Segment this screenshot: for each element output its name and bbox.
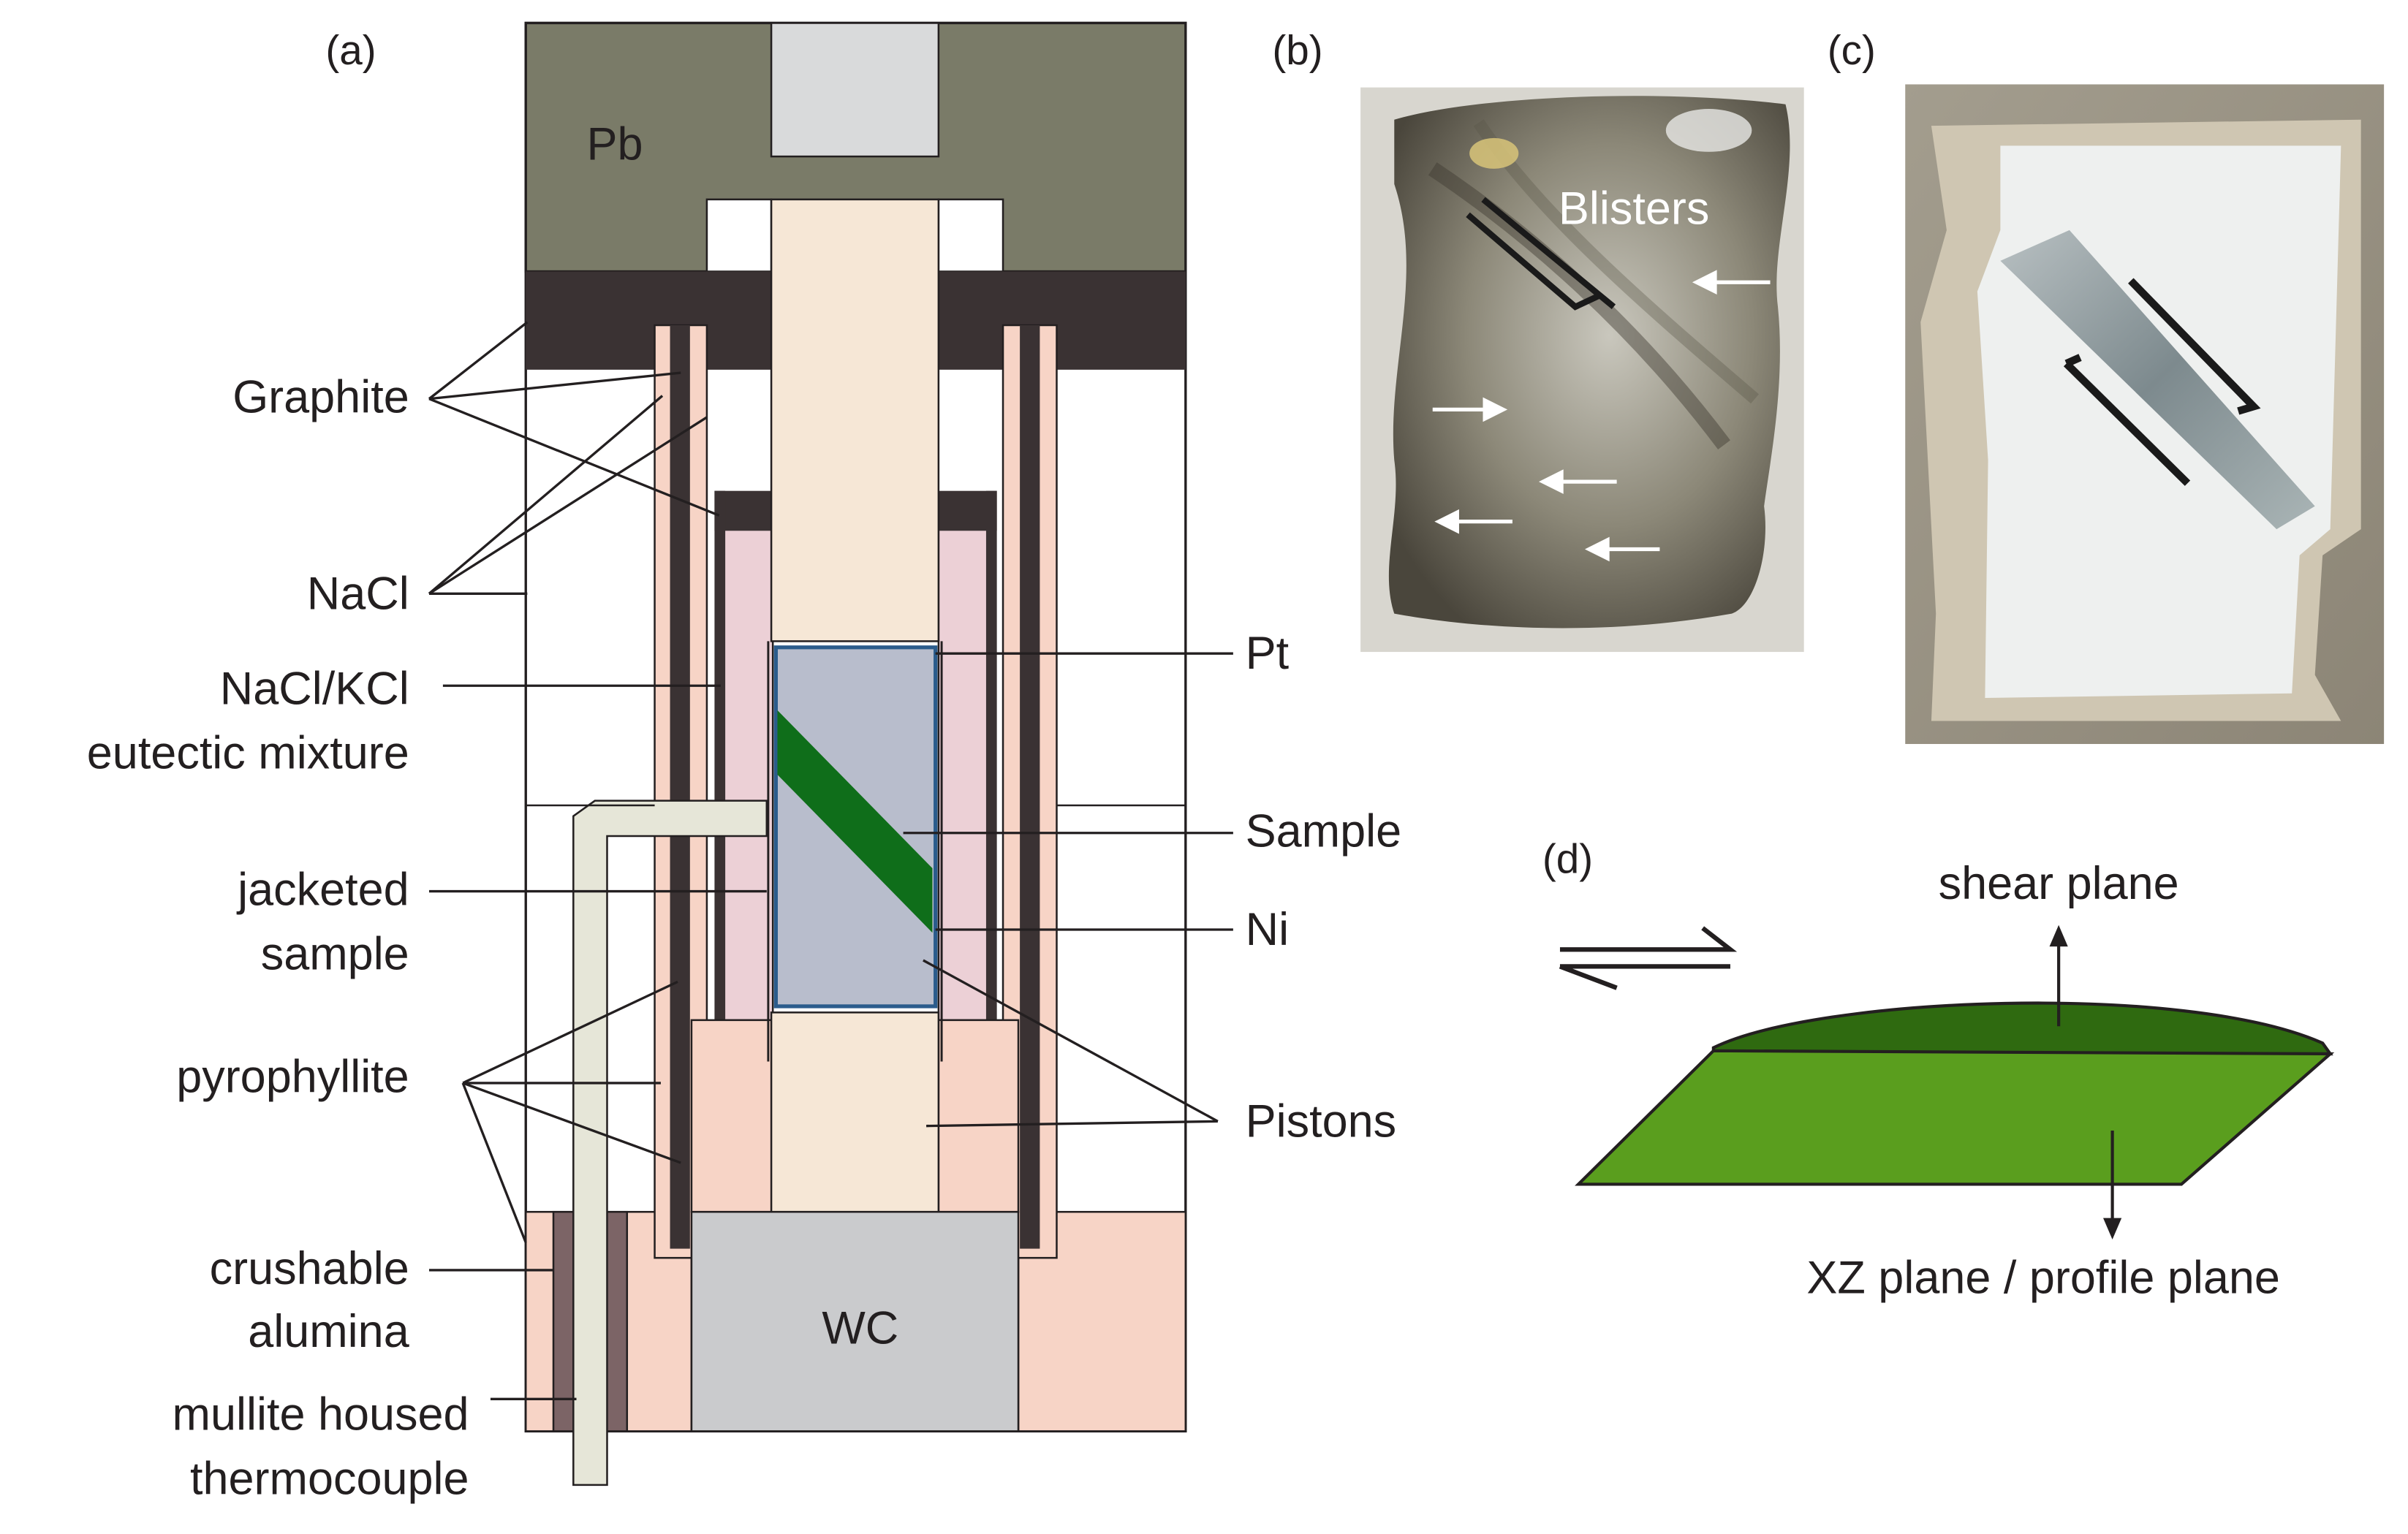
eutectic-label-line1: NaCl/KCl [220,663,409,714]
right-labels: Pt Sample Ni Pistons [1246,628,1402,1147]
eutectic-right [937,528,993,1022]
shear-sense-icon [1466,197,1616,311]
eutectic-label-line2: eutectic mixture [87,728,409,779]
left-labels: Graphite NaCl NaCl/KCl eutectic mixture … [87,372,469,1505]
thermocouple [572,800,768,1486]
panel-label-a: (a) [325,28,376,74]
assembly-diagram [524,21,1187,1486]
plane-schematic [1575,924,2335,1239]
sample-label: Sample [1246,806,1402,857]
jacketed-label-line2: sample [261,929,409,980]
lead-gap-left [705,198,773,273]
shear-sense-arrow-icon [1559,926,1738,952]
xz-plane-label: XZ plane / profile plane [1806,1252,2280,1303]
shear-sense-icon-c [2063,278,2261,486]
pt-label: Pt [1246,628,1290,679]
leader-lines [428,321,1233,1400]
arrow-down-icon [2103,1218,2122,1239]
blisters-label: Blisters [1559,183,1709,234]
pyrophyllite-lower-right [937,1019,1020,1213]
crushable-label-line2: alumina [248,1306,409,1357]
panel-label-b: (b) [1272,28,1322,74]
photo-b: Blisters [1360,87,1804,653]
pyrophyllite-label: pyrophyllite [176,1051,409,1102]
wc-label: WC [822,1303,898,1354]
lower-piston [770,1011,940,1213]
pyrophyllite-lower-left [690,1019,774,1213]
eutectic-left [718,528,774,1022]
ni-label: Ni [1246,904,1289,955]
upper-piston [770,198,940,642]
pistons-label: Pistons [1246,1096,1397,1147]
blister-arrows-icon [1432,270,1771,562]
crushable-label-line1: crushable [210,1243,409,1294]
shear-zone [777,710,933,933]
shear-plane-surface [1711,1001,2333,1056]
inner-graphite-left [714,490,726,1020]
xz-plane-surface [1575,1049,2335,1186]
sample-core [1977,145,2341,699]
photo-c [1905,84,2385,745]
lead-label: Pb [586,118,643,170]
shear-sense-arrow-icon-2 [1559,964,1730,990]
graphite-tube-right [1020,324,1040,1249]
mullite-label-line1: mullite housed [173,1389,469,1440]
shear-band-photo [2000,229,2315,530]
mullite-label-line2: thermocouple [190,1453,469,1504]
graphite-tube-left [670,324,690,1249]
panel-label-c: (c) [1828,28,1876,74]
jacketed-label-line1: jacketed [236,864,409,915]
graphite-label: Graphite [232,372,409,423]
lead-gap-right [937,198,1004,273]
shear-plane-label: shear plane [1939,858,2179,909]
lead-insert [770,22,940,158]
inner-graphite-right [985,490,997,1020]
nacl-label: NaCl [307,568,409,619]
panel-label-d: (d) [1542,836,1593,882]
arrow-up-icon [2049,924,2068,947]
wc-block [690,1210,1020,1432]
shear-sense-symbol [1559,926,1738,990]
